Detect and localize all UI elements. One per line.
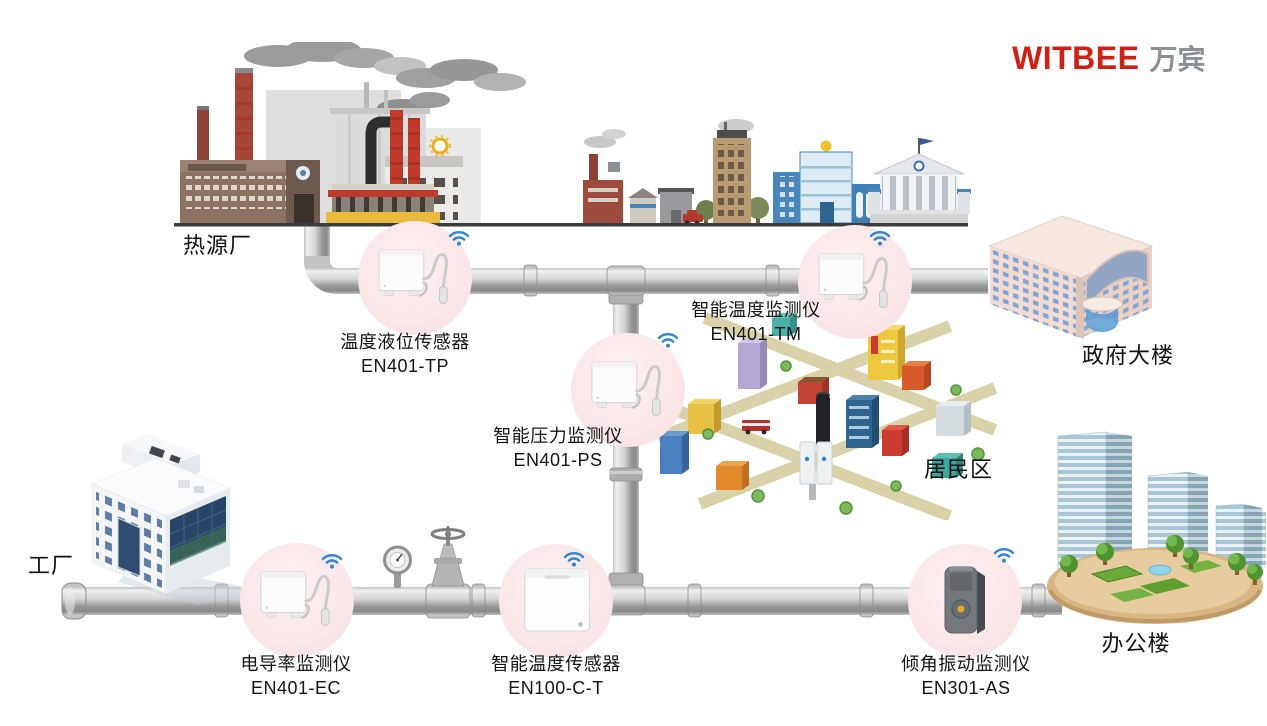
- tan-tower: [713, 122, 751, 223]
- classical-building: [867, 138, 971, 224]
- office-building-illustration: [1047, 431, 1266, 624]
- sensor-model: EN401-TM: [710, 324, 802, 345]
- sensor-model: EN401-TP: [360, 356, 450, 377]
- gate-valve: [425, 526, 471, 619]
- sensor-device-en100-c-t: [499, 544, 613, 658]
- wifi-icon: [992, 545, 1016, 564]
- sensor-name: 智能温度监测仪: [691, 300, 821, 320]
- wifi-icon: [320, 551, 344, 570]
- wifi-icon: [447, 228, 471, 247]
- gear-icon: [431, 137, 449, 155]
- small-houses: [628, 188, 694, 224]
- tilt-vibration-monitor-illustration: [925, 559, 1005, 643]
- sensor-label-en401-tm: 智能温度监测仪 EN401-TM: [691, 298, 821, 347]
- sensor-name: 智能温度传感器: [491, 654, 621, 674]
- location-label-office-building: 办公楼: [1101, 631, 1171, 656]
- sensor-device-en401-ps: [571, 333, 685, 447]
- government-building-illustration: [988, 215, 1154, 339]
- campus-base: [1047, 548, 1263, 624]
- sensor-model: EN401-PS: [513, 450, 603, 471]
- sensor-name: 温度液位传感器: [340, 332, 470, 352]
- location-label-government-building: 政府大楼: [1081, 343, 1175, 368]
- sensor-label-en401-ps: 智能压力监测仪 EN401-PS: [493, 424, 623, 473]
- sensor-name: 智能压力监测仪: [493, 426, 623, 446]
- yellow-hall: [326, 184, 440, 224]
- witbee-logo: WITBEE 万宾: [1012, 38, 1205, 78]
- sensor-device-en301-as: [908, 544, 1022, 658]
- top-pipe: [304, 220, 988, 297]
- sensor-label-en301-as: 倾角振动监测仪 EN301-AS: [901, 652, 1031, 701]
- logo-text-cn: 万宾: [1149, 44, 1206, 75]
- wifi-icon: [868, 228, 892, 247]
- conductivity-monitor-illustration: [253, 562, 341, 638]
- location-label-heat-source-plant: 热源厂: [183, 233, 253, 258]
- sensor-label-en401-tp: 温度液位传感器 EN401-TP: [340, 330, 470, 379]
- logo-text-en: WITBEE: [1012, 40, 1140, 76]
- pressure-monitor-illustration: [584, 352, 672, 428]
- temperature-sensor-illustration: [511, 562, 601, 640]
- towers: [1057, 431, 1266, 575]
- location-label-factory: 工厂: [28, 553, 75, 578]
- sensor-label-en100-c-t: 智能温度传感器 EN100-C-T: [491, 652, 621, 701]
- pressure-gauge: [383, 545, 412, 588]
- residential-area-illustration: [654, 310, 999, 520]
- factory-illustration: [91, 434, 268, 605]
- wifi-icon: [562, 549, 586, 568]
- sensor-device-en401-tm: [798, 225, 912, 339]
- temperature-level-sensor-illustration: [371, 240, 459, 316]
- sensor-name: 电导率监测仪: [240, 654, 352, 674]
- heat-source-plant-illustration: [174, 42, 971, 227]
- sensor-model: EN301-AS: [921, 678, 1011, 699]
- brick-factory: [583, 154, 623, 224]
- campus-trees: [1060, 535, 1263, 585]
- ground-line: [174, 223, 968, 227]
- location-label-residential-area: 居民区: [924, 457, 994, 482]
- sensor-model: EN100-C-T: [508, 678, 604, 699]
- sensor-label-en401-ec: 电导率监测仪 EN401-EC: [241, 652, 352, 701]
- brown-factory: [180, 68, 320, 224]
- bent-chimney: [365, 116, 392, 223]
- sensor-name: 倾角振动监测仪: [901, 654, 1031, 674]
- residential-buildings: [660, 313, 971, 500]
- sensor-model: EN401-EC: [250, 678, 342, 699]
- wifi-icon: [656, 330, 680, 349]
- temperature-monitor-illustration: [811, 244, 899, 320]
